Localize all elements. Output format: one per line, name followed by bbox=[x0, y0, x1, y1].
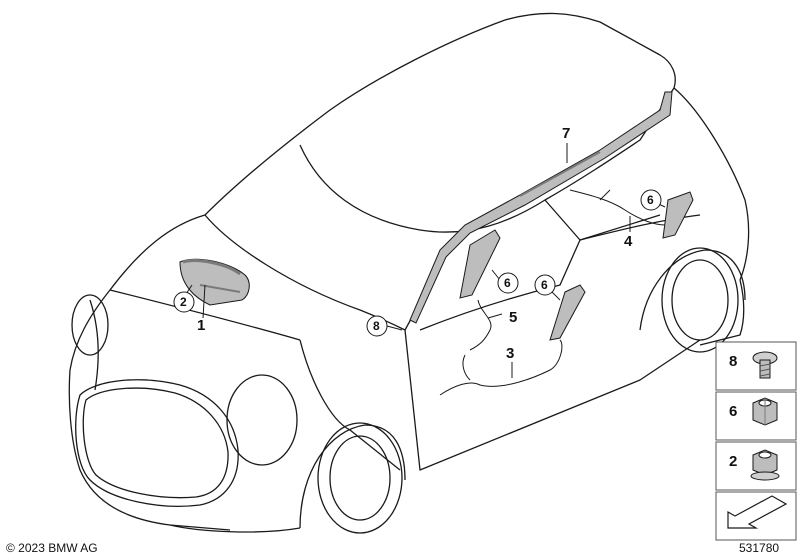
svg-text:4: 4 bbox=[624, 233, 633, 250]
parts-legend: 8 6 2 bbox=[715, 341, 797, 541]
front-side-airbag-seat bbox=[459, 229, 501, 299]
svg-text:5: 5 bbox=[509, 309, 517, 326]
callout-6-seat: 6 bbox=[497, 272, 519, 294]
callout-8: 8 bbox=[366, 315, 388, 337]
leader-lines bbox=[183, 143, 666, 378]
legend-item-8: 8 bbox=[729, 351, 778, 379]
callout-2: 2 bbox=[173, 291, 195, 313]
rear-side-airbag bbox=[662, 191, 694, 239]
flange-nut-icon bbox=[750, 449, 780, 481]
svg-text:7: 7 bbox=[562, 125, 570, 142]
svg-text:8: 8 bbox=[729, 353, 737, 370]
svg-text:6: 6 bbox=[647, 193, 654, 207]
callout-4: 4 bbox=[624, 233, 633, 250]
svg-text:6: 6 bbox=[729, 403, 737, 420]
svg-text:6: 6 bbox=[504, 276, 511, 290]
svg-text:6: 6 bbox=[541, 278, 548, 292]
passenger-airbag-module bbox=[179, 258, 250, 306]
copyright-text: © 2023 BMW AG bbox=[6, 541, 98, 555]
callout-1: 1 bbox=[197, 317, 205, 334]
front-side-airbag-door bbox=[549, 284, 586, 341]
collar-nut-icon bbox=[752, 397, 778, 426]
callout-3: 3 bbox=[506, 345, 514, 362]
document-number: 531780 bbox=[739, 541, 780, 555]
direction-arrow-icon bbox=[727, 495, 788, 529]
legend-item-6: 6 bbox=[729, 397, 778, 426]
curtain-airbag bbox=[409, 91, 673, 324]
svg-text:3: 3 bbox=[506, 345, 514, 362]
callout-6-rear: 6 bbox=[640, 189, 662, 211]
wiring-harnesses bbox=[439, 189, 666, 396]
svg-text:2: 2 bbox=[180, 295, 187, 309]
car-outline bbox=[68, 12, 750, 534]
legend-item-arrow bbox=[727, 495, 788, 529]
svg-text:1: 1 bbox=[197, 317, 205, 334]
svg-text:2: 2 bbox=[729, 453, 737, 470]
callout-6-door: 6 bbox=[534, 274, 556, 296]
callout-5: 5 bbox=[509, 309, 517, 326]
svg-text:8: 8 bbox=[373, 319, 380, 333]
legend-item-2: 2 bbox=[729, 449, 780, 481]
callout-7: 7 bbox=[562, 125, 570, 142]
screw-icon bbox=[752, 351, 778, 379]
